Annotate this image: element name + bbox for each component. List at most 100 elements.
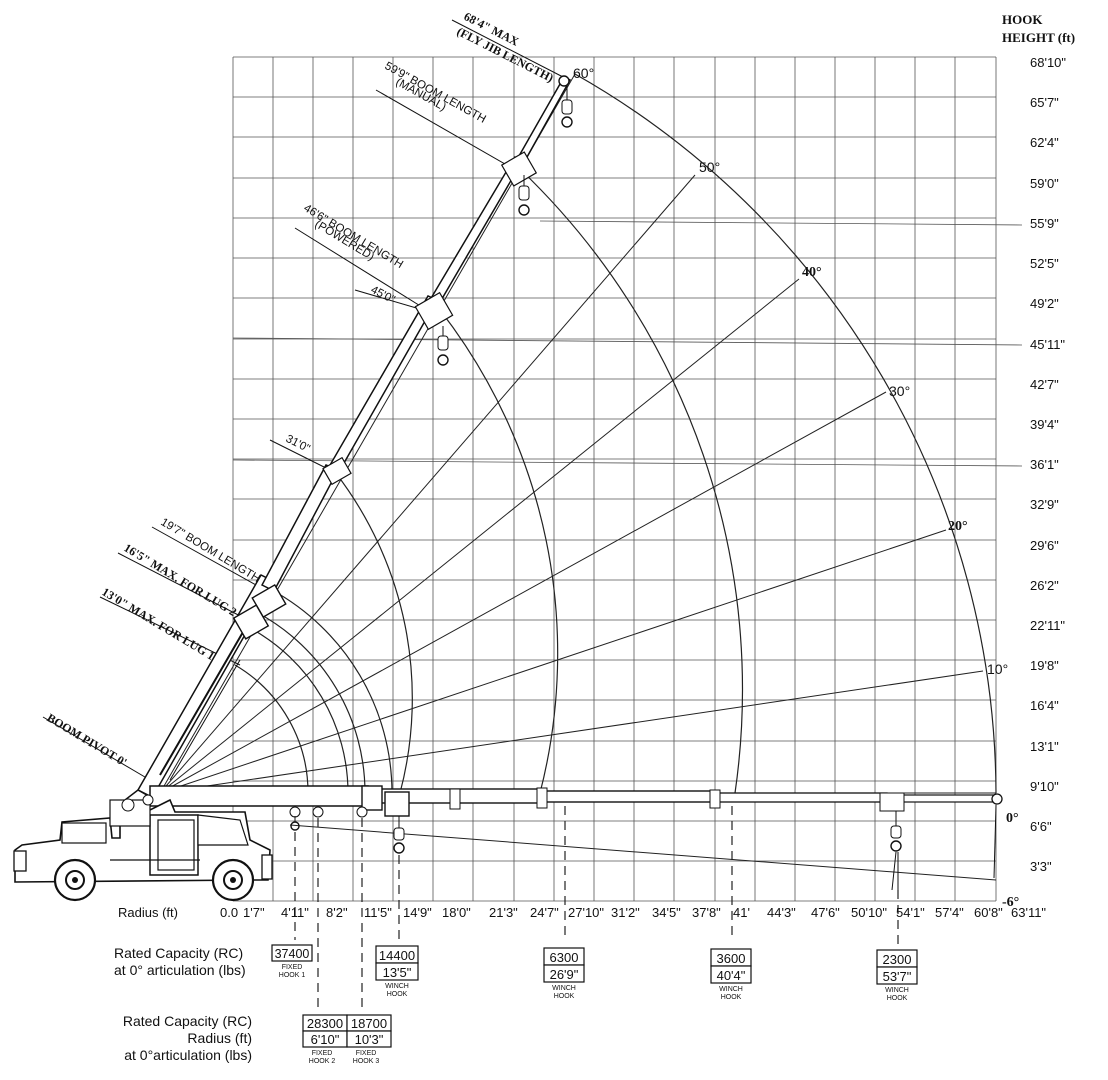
capacity-value: 18700: [351, 1016, 387, 1031]
capacity-label-b2: Radius (ft): [187, 1030, 252, 1046]
hook-note: HOOK 2: [309, 1058, 336, 1065]
hook-icon: [561, 86, 573, 128]
radius-value: 26'9": [550, 967, 579, 982]
height-label: 3'3": [1030, 859, 1052, 874]
angle-label-10: 10°: [987, 661, 1008, 677]
radius-label: 37'8": [692, 905, 721, 920]
height-label: 62'4": [1030, 135, 1059, 150]
height-label: 55'9": [1030, 216, 1059, 231]
radius-label: 18'0": [442, 905, 471, 920]
hook-note: HOOK: [554, 993, 575, 1000]
hook-note: HOOK 1: [279, 972, 306, 979]
height-label: 36'1": [1030, 457, 1059, 472]
radius-axis: Radius (ft) 0.0 1'7" 4'11" 8'2" 11'5" 14…: [118, 905, 1046, 920]
height-label: 16'4": [1030, 698, 1059, 713]
hook-icon: [393, 816, 405, 854]
angle-label-30: 30°: [889, 383, 910, 399]
hook-note: HOOK: [387, 991, 408, 998]
arc-label-45: 45'0": [369, 284, 397, 306]
capacity-label-b1: Rated Capacity (RC): [123, 1013, 252, 1029]
height-label: 6'6": [1030, 819, 1052, 834]
capacity-label-a2: at 0° articulation (lbs): [114, 962, 246, 978]
radius-label: 31'2": [611, 905, 640, 920]
hook-icon: [437, 326, 449, 366]
radius-label: 14'9": [403, 905, 432, 920]
height-title-line1: HOOK: [1002, 12, 1043, 27]
angle-label-50: 50°: [699, 159, 720, 175]
radius-label: 41': [733, 905, 750, 920]
height-label: 29'6": [1030, 538, 1059, 553]
capacity-label-b3: at 0°articulation (lbs): [124, 1047, 252, 1063]
hook-note: WINCH: [719, 986, 743, 993]
radius-label: 54'1": [896, 905, 925, 920]
height-label: 39'4": [1030, 417, 1059, 432]
hook-icon: [890, 811, 902, 852]
radius-label: 21'3": [489, 905, 518, 920]
radius-label: 0.0: [220, 905, 238, 920]
height-label: 42'7": [1030, 377, 1059, 392]
hook-icon: [518, 175, 530, 216]
hook-icon: [290, 816, 300, 831]
capacity-box-winch-40: 3600 40'4" WINCH HOOK: [710, 948, 752, 1001]
horizontal-boom: [149, 785, 1003, 891]
radius-label: 47'6": [811, 905, 840, 920]
height-label: 19'8": [1030, 658, 1059, 673]
crane-vehicle: [13, 789, 273, 902]
radius-label: 63'11": [1011, 905, 1046, 920]
hook-note: WINCH: [385, 983, 409, 990]
capacity-value: 37400: [275, 947, 310, 961]
boom-pivot: BOOM PIVOT 0': [44, 711, 129, 770]
angle-labels: 60° 50° 40° 30° 20° 10° 0° -6°: [573, 65, 1019, 910]
radius-label: 44'3": [767, 905, 796, 920]
capacity-value: 2300: [883, 952, 912, 967]
capacity-label-a1: Rated Capacity (RC): [114, 945, 243, 961]
boom-annotations: 68'4" MAX (FLY JIB LENGTH) 59'9" BOOM LE…: [44, 9, 555, 769]
radius-label: 8'2": [326, 905, 348, 920]
height-label: 22'11": [1030, 618, 1065, 633]
capacity-box-winch-53: 2300 53'7" WINCH HOOK: [876, 949, 918, 1002]
angle-label-20: 20°: [948, 519, 968, 534]
leader-lines: [42, 19, 566, 781]
height-title-line2: HEIGHT (ft): [1002, 30, 1075, 45]
height-label: 49'2": [1030, 296, 1059, 311]
radius-label: 27'10": [568, 905, 604, 920]
radius-value: 40'4": [717, 968, 746, 983]
angle-label-60: 60°: [573, 65, 594, 81]
radius-title: Radius (ft): [118, 905, 178, 920]
capacity-box-fixed-hook-2: 28300 6'10" FIXED HOOK 2: [302, 1014, 348, 1065]
radius-label: 50'10": [851, 905, 887, 920]
radius-label: 4'11": [281, 905, 309, 920]
hook-note: HOOK: [721, 994, 742, 1001]
hook-note: WINCH: [885, 987, 909, 994]
radius-value: 13'5": [383, 965, 412, 980]
height-label: 68'10": [1030, 55, 1066, 70]
radius-value: 10'3": [355, 1032, 384, 1047]
radius-value: 6'10": [311, 1032, 340, 1047]
radius-markers: [294, 806, 899, 1012]
radius-label: 60'8": [974, 905, 1003, 920]
hook-note: WINCH: [552, 985, 576, 992]
boom-length-manual: 59'9" BOOM LENGTH: [383, 60, 488, 126]
capacity-value: 28300: [307, 1016, 343, 1031]
angle-label-minus6: -6°: [1002, 895, 1019, 910]
height-label: 9'10": [1030, 779, 1059, 794]
height-label: 32'9": [1030, 497, 1059, 512]
radius-label: 57'4": [935, 905, 964, 920]
arc-label-31: 31'0": [284, 433, 312, 455]
chart-grid: [232, 56, 1023, 902]
capacity-value: 14400: [379, 948, 415, 963]
capacity-box-winch-26: 6300 26'9" WINCH HOOK: [543, 947, 585, 1000]
capacity-value: 3600: [717, 951, 746, 966]
capacity-box-fixed-hook-1: 37400 FIXED HOOK 1: [271, 944, 313, 979]
capacity-section: Rated Capacity (RC) at 0° articulation (…: [114, 944, 918, 1065]
height-label: 59'0": [1030, 176, 1059, 191]
hook-note: HOOK 3: [353, 1058, 380, 1065]
hook-note: FIXED: [356, 1050, 377, 1057]
radius-label: 24'7": [530, 905, 559, 920]
capacity-box-fixed-hook-3: 18700 10'3" FIXED HOOK 3: [346, 1014, 392, 1065]
capacity-box-winch-13: 14400 13'5" WINCH HOOK: [375, 945, 419, 998]
boom-arcs: [234, 73, 997, 794]
angle-label-0: 0°: [1006, 811, 1019, 826]
height-label: 45'11": [1030, 337, 1065, 352]
height-label: 13'1": [1030, 739, 1059, 754]
